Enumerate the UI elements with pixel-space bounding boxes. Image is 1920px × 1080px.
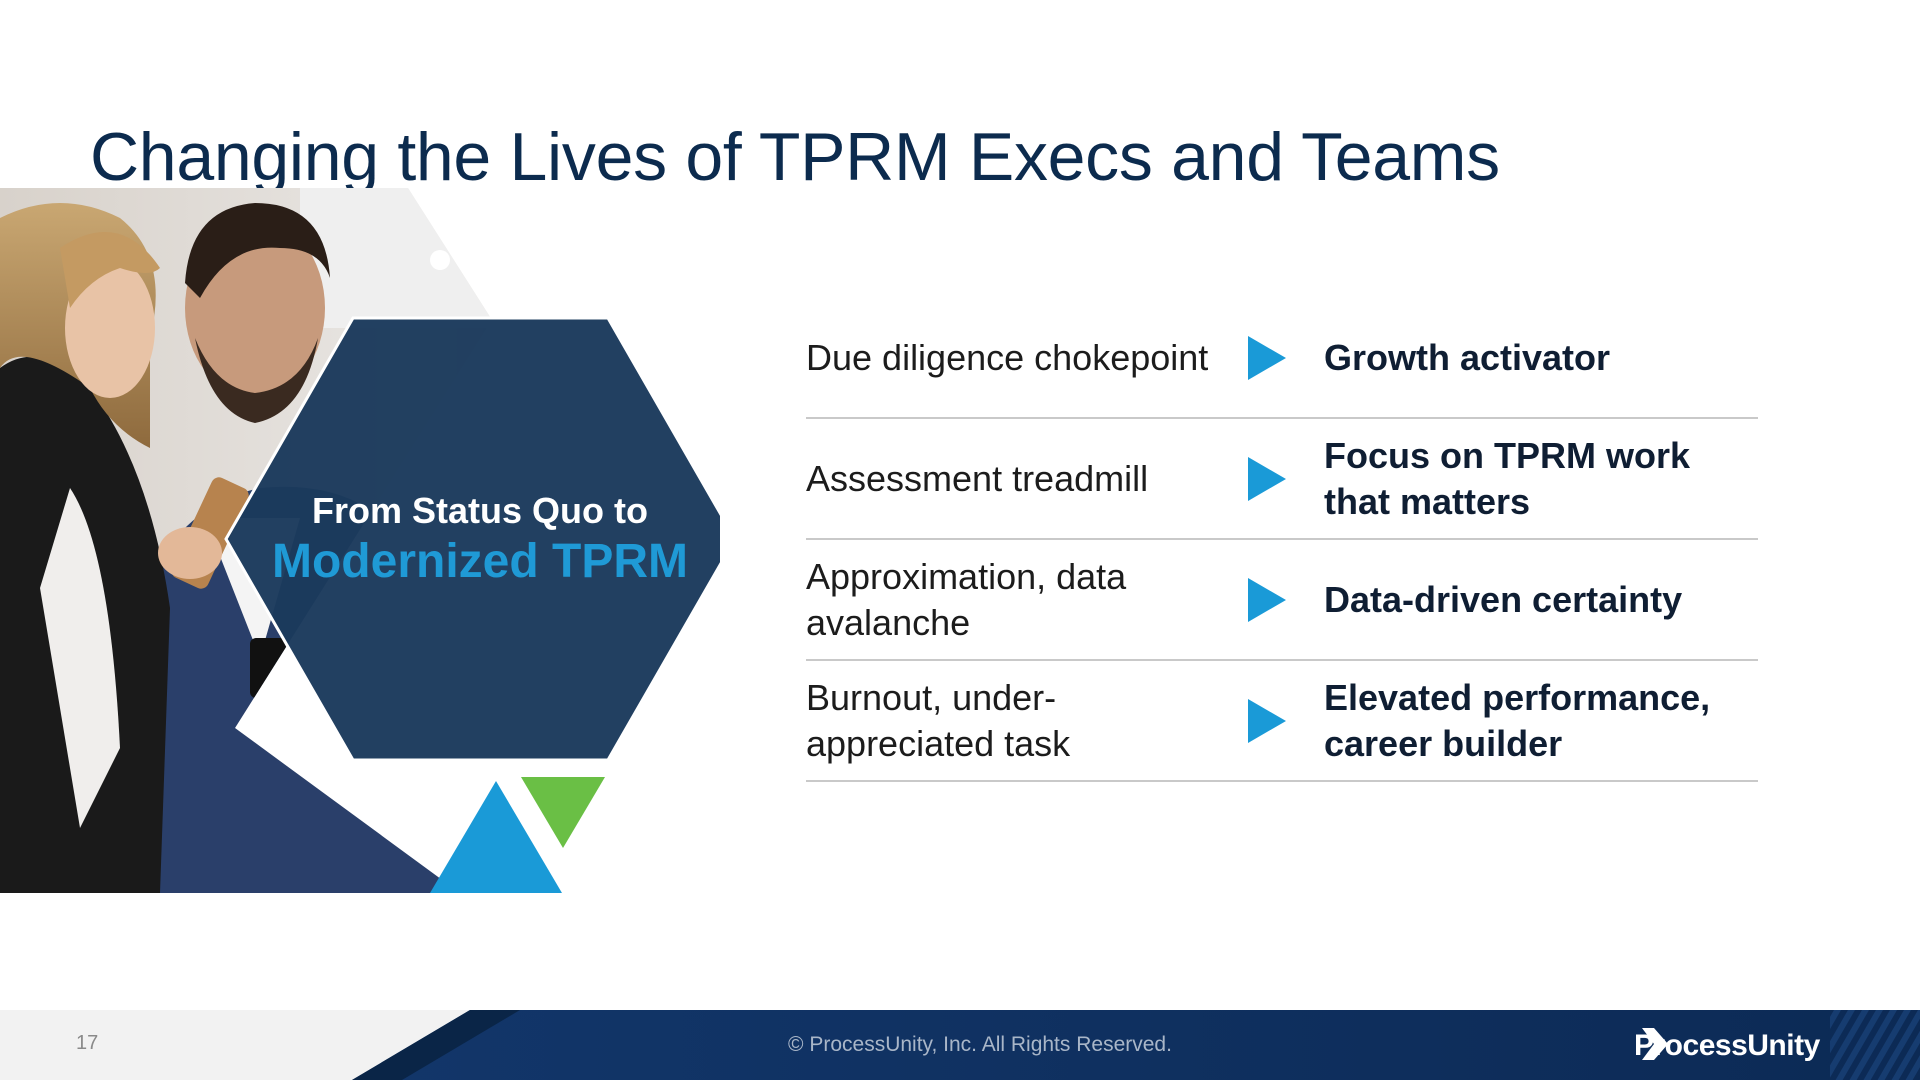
modernized-text: Growth activator (1324, 336, 1611, 378)
comparison-row: Assessment treadmill Focus on TPRM work … (806, 419, 1758, 540)
comparison-row: Approximation, data avalanche Data-drive… (806, 540, 1758, 661)
page-number: 17 (76, 1032, 99, 1054)
comparison-list: Due diligence chokepoint Growth activato… (806, 298, 1758, 782)
status-quo-text: Due diligence chokepoint (806, 336, 1209, 378)
blue-triangle-shape (430, 781, 562, 893)
footer-band (352, 1010, 1920, 1080)
hero-photo-illustration (0, 188, 720, 893)
hexagon-shape (224, 316, 720, 762)
play-triangle-icon (1248, 456, 1286, 501)
slide-footer: 17 © ProcessUnity, Inc. All Rights Reser… (0, 1010, 1920, 1080)
play-triangle-icon (1248, 335, 1286, 380)
modernized-text: Elevated performance, career builder (1324, 676, 1711, 764)
chevron-cube-icon (1642, 1028, 1668, 1060)
status-quo-text: Assessment treadmill (806, 457, 1149, 499)
play-triangle-icon (1248, 577, 1286, 622)
hexagon-label: From Status Quo to Modernized TPRM (225, 318, 735, 760)
modernized-text: Focus on TPRM work that matters (1324, 434, 1691, 522)
hexagon-line-1: From Status Quo to (312, 490, 648, 531)
modernized-text: Data-driven certainty (1324, 578, 1683, 620)
processunity-logo: ProcessUnity (1634, 1026, 1820, 1066)
copyright-text: © ProcessUnity, Inc. All Rights Reserved… (788, 1033, 1172, 1056)
comparison-row: Due diligence chokepoint Growth activato… (806, 298, 1758, 419)
hexagon-line-2: Modernized TPRM (272, 535, 688, 588)
status-quo-text: Approximation, data avalanche (806, 555, 1127, 643)
hero-photo-panel (0, 188, 720, 893)
green-triangle-shape (521, 777, 605, 848)
comparison-row: Burnout, under-appreciated task Elevated… (806, 661, 1758, 782)
play-triangle-icon (1248, 698, 1286, 743)
status-quo-text: Burnout, under-appreciated task (806, 676, 1071, 764)
slide-title: Changing the Lives of TPRM Execs and Tea… (90, 118, 1500, 195)
